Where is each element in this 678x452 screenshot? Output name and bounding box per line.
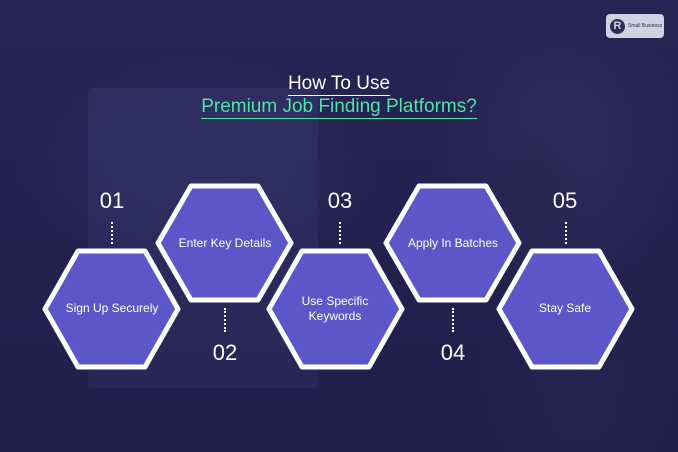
brand-logo: R Small Business: [606, 14, 664, 38]
step-2-label: Enter Key Details: [178, 236, 272, 250]
step-4-connector: [452, 308, 454, 332]
step-2-hexagon: [155, 183, 294, 303]
step-3-label: Use Specific Keywords: [301, 294, 369, 323]
title-line-2: Premium Job Finding Platforms?: [201, 96, 477, 119]
step-1-label: Sign Up Securely: [65, 301, 159, 315]
step-1-connector: [111, 222, 113, 244]
step-2-number: 02: [212, 340, 238, 365]
step-5-connector: [565, 222, 567, 244]
step-2-connector: [224, 308, 226, 332]
step-4-hexagon: [383, 183, 522, 303]
step-1-hexagon: [42, 248, 181, 370]
step-4-label: Apply In Batches: [407, 236, 499, 250]
step-5-label: Stay Safe: [538, 301, 592, 315]
title-line-1: How To Use: [287, 73, 391, 96]
step-5-hexagon: [496, 248, 635, 370]
logo-mark-icon: R: [610, 18, 625, 34]
step-5-number: 05: [552, 188, 578, 213]
step-3-connector: [339, 222, 341, 244]
logo-text: Small Business: [628, 23, 663, 29]
step-1-number: 01: [99, 188, 125, 213]
step-3-hexagon: [266, 248, 405, 370]
step-4-number: 04: [440, 340, 466, 365]
step-3-number: 03: [327, 188, 353, 213]
